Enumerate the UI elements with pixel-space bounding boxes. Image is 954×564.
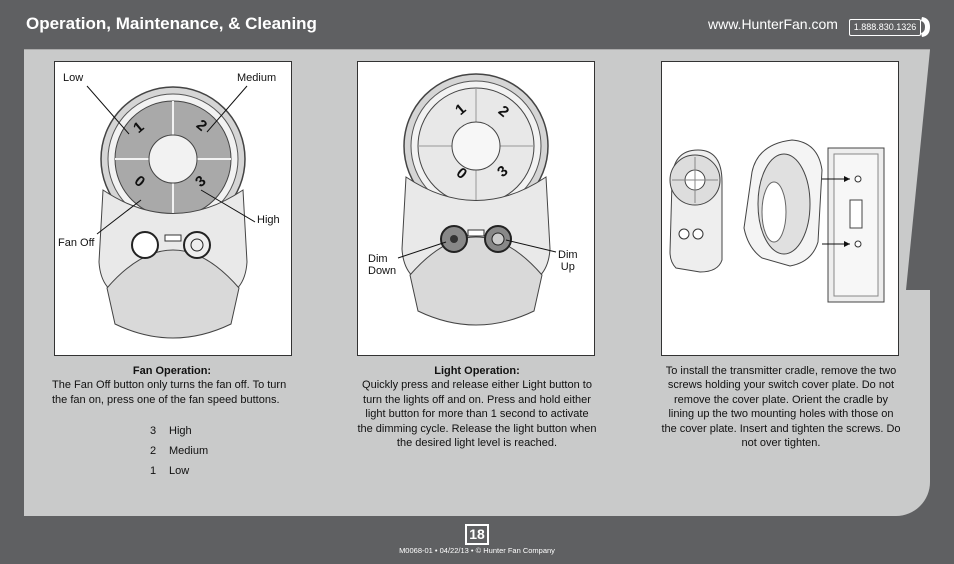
label-low: Low [63,72,84,84]
footer-text: M0068-01 • 04/22/13 • © Hunter Fan Compa… [399,546,555,555]
page-title: Operation, Maintenance, & Cleaning [26,14,317,33]
speed-item: 3 High [150,425,208,445]
speed-name: High [169,425,192,437]
label-medium: Medium [237,72,277,84]
light-operation-heading: Light Operation: [434,365,520,377]
label-dim-down-line1: Dim [368,253,388,265]
cradle-install-text: To install the transmitter cradle, remov… [661,365,901,450]
page-number: 18 [465,524,489,545]
light-operation-caption: Light Operation: Quickly press and relea… [357,364,597,450]
phone-handset-icon [921,17,930,37]
website-link[interactable]: www.HunterFan.com [708,16,838,32]
cradle-install-diagram [669,139,885,303]
cradle-install-figure [661,61,899,356]
phone-number: 1.888.830.1326 [849,19,921,36]
fan-operation-text: The Fan Off button only turns the fan of… [52,379,287,406]
label-dim-up-line2: Up [560,261,575,273]
speed-name: Medium [169,445,209,457]
label-dim-down: Dim Down [368,253,396,277]
remote-light-diagram [397,73,557,326]
fan-operation-caption: Fan Operation: The Fan Off button only t… [52,364,292,407]
fan-operation-figure: Low Medium High Fan Off 1 2 0 3 [54,61,292,356]
label-dim-up: Dim Up [558,249,578,273]
label-high: High [257,214,280,226]
label-dim-down-line2: Down [368,265,397,277]
fan-operation-heading: Fan Operation: [132,365,212,377]
speed-item: 1 Low [150,465,208,485]
fan-speed-list: 3 High 2 Medium 1 Low [150,425,208,485]
light-operation-figure: 1 2 0 3 Dim Down Dim Up [357,61,595,356]
speed-num: 2 [150,445,157,457]
speed-name: Low [169,465,190,477]
cradle-install-caption: To install the transmitter cradle, remov… [661,364,901,450]
label-fan-off: Fan Off [58,237,95,249]
label-dim-up-line1: Dim [558,249,578,261]
remote-fan-diagram [86,85,256,339]
light-operation-text: Quickly press and release either Light b… [357,379,597,450]
speed-num: 1 [150,465,157,477]
speed-num: 3 [150,425,157,437]
speed-item: 2 Medium [150,445,208,465]
